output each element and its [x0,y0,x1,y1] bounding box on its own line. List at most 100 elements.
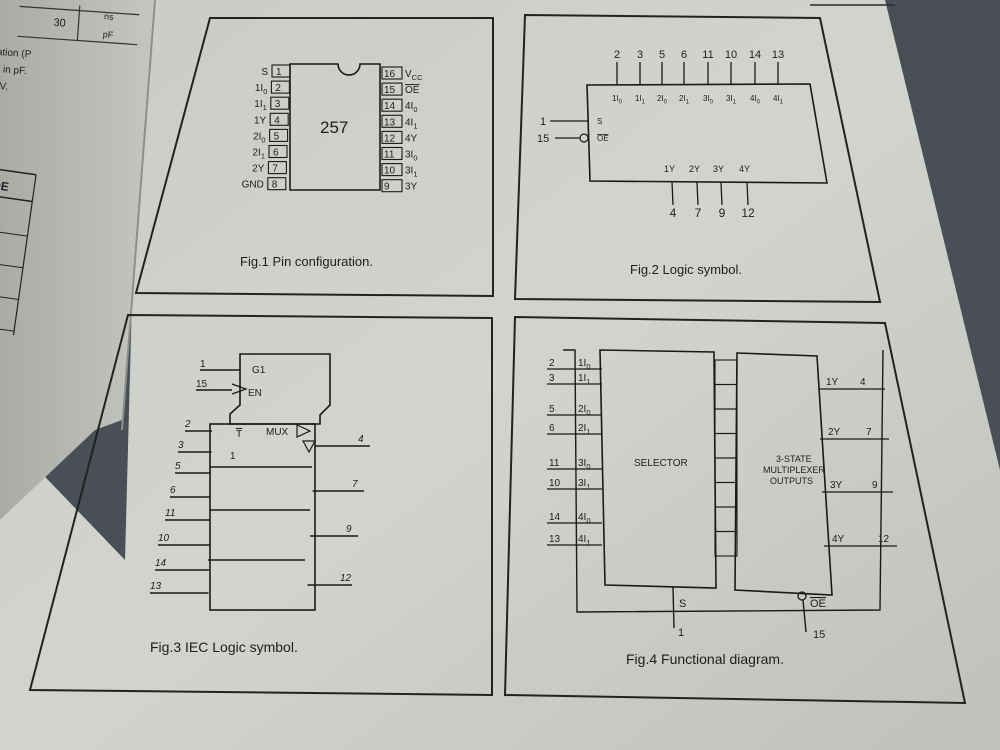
pin-box [268,144,288,159]
chip-label: 257 [320,118,348,137]
pin-name: 1I0 [612,94,623,105]
pin-number: 1 [200,359,206,370]
pin-number: 13 [549,534,561,545]
pin-name: 3I1 [578,478,591,491]
pin-name: S [597,117,602,126]
pin-number: 9 [872,480,878,491]
pin-number: 10 [384,166,396,177]
pin-number: 8 [272,180,278,191]
pin-number: 15 [384,85,396,96]
pin-name: 4I0 [405,101,418,114]
pin-number: 15 [537,133,549,145]
svg-text:3-STATE: 3-STATE [776,454,812,464]
pin-name: GND [242,180,264,191]
pin-box [267,177,287,191]
pin-name: 4I0 [578,512,591,525]
pin-number: 13 [772,49,784,61]
pin-number: 6 [681,49,687,61]
pin-number: 14 [749,49,761,61]
pin-box [270,80,290,94]
fig1-frame [134,17,494,298]
pin-number: 6 [549,423,555,434]
pin-name: 3I0 [578,458,591,471]
left-page-content: 30 ns pF pation (P ity in pF. in V. [0,5,140,93]
mux-block [209,423,316,611]
svg-text:pation (P: pation (P [0,47,32,61]
pin-name: 4I1 [773,94,784,105]
pin-box [381,114,403,128]
selector-label: SELECTOR [634,458,688,469]
pin-name: 4I1 [578,534,591,547]
pin-number: 10 [158,533,170,544]
pin-number: 11 [702,49,713,61]
package-code-table: CODE SOT38Z OT109A OT338M OT403 [0,164,37,336]
svg-text:CODE: CODE [0,175,10,194]
tristate-triangle [296,424,312,438]
pin-number: 11 [549,458,560,469]
pin-number: 4 [358,434,364,445]
pin-number: 1 [276,67,282,78]
pin-name: 4I1 [405,117,418,130]
pin-name: 2I1 [679,94,690,105]
fig4-frame [503,315,967,705]
inversion-bubble [579,133,589,143]
logic-block [586,83,828,184]
pin-number: 7 [866,427,872,438]
fig4-caption: Fig.4 Functional diagram. [626,651,784,667]
pin-name: S [261,67,268,78]
svg-text:in V.: in V. [0,80,8,92]
pin-box [381,66,403,80]
pin-number: 7 [352,479,358,490]
pin-number: 12 [878,534,890,545]
pin-number: 4 [274,115,280,126]
pin-box [270,96,290,110]
fig2-caption: Fig.2 Logic symbol. [630,262,742,277]
pin-number: 14 [384,101,396,112]
pin-name: 1Y [826,377,839,388]
pin-name: 2I0 [657,94,668,105]
pin-box [381,130,403,144]
pin-name: 3Y [713,164,724,174]
pin-number: 5 [549,404,555,415]
pin-name: 4Y [405,133,418,144]
pin-name: 3I0 [703,94,714,105]
pin-name: 4Y [739,164,750,174]
pin-number: 3 [178,440,184,451]
pin-name: 1Y [254,115,267,126]
pin-number: 5 [659,49,665,61]
svg-text:T: T [236,429,242,440]
pin-number: 2 [549,358,555,369]
svg-text:30: 30 [53,17,66,30]
pin-number: 13 [150,581,162,592]
ic-body [289,63,381,191]
svg-text:EN: EN [248,388,262,399]
fig2-frame [513,13,882,304]
pin-number: 9 [719,206,726,220]
pin-number: 6 [170,485,176,496]
pin-number: 2 [614,49,620,61]
pin-name: 1Y [664,164,675,174]
pin-box [381,82,403,96]
pin-name: 1I0 [255,83,268,96]
pin-number: 9 [384,182,390,193]
selector-block [599,349,717,589]
pin-name: 4Y [832,534,845,545]
pin-number: 7 [695,206,702,220]
pin-number: 3 [549,373,555,384]
pin-number: 3 [275,99,281,110]
pin-box [381,179,403,193]
pin-number: 10 [549,478,561,489]
oe-label: OE [810,598,826,610]
s-label: S [679,598,686,610]
pin-name: 4I0 [750,94,761,105]
pin-number: 14 [549,512,561,523]
pin-number: 11 [165,508,175,519]
pin-number: 12 [340,573,352,584]
pin-box [381,98,403,112]
pin-name: VCC [405,69,423,82]
svg-text:MUX: MUX [266,427,289,438]
